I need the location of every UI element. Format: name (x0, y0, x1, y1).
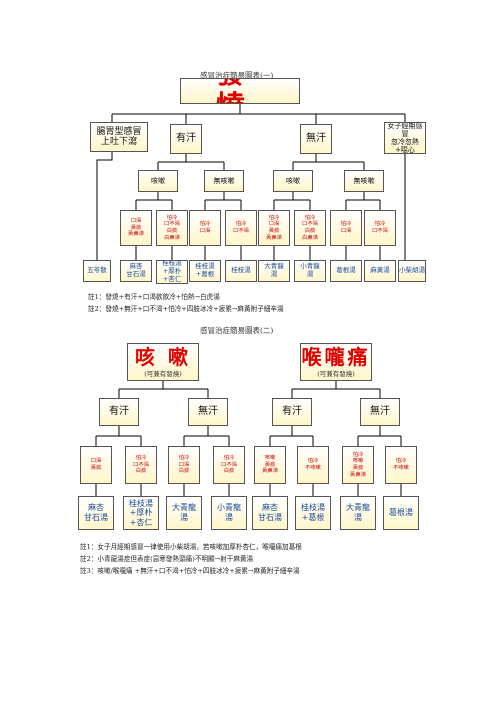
root-fever: 發 燒 (180, 78, 300, 104)
remedy-box: 大青龍 湯 (258, 260, 290, 282)
chart1-title: 感冒治症簡易圖表(一) (200, 71, 274, 80)
condition-box: 咳嗽 黃痰 黃鼻涕 (254, 446, 286, 484)
remedy-box: 大青龍 湯 (166, 496, 202, 530)
root-cough-sub: (可兼有發燒) (144, 369, 182, 378)
remedy-box: 葛根湯 (383, 496, 419, 530)
root-sore-throat: 喉嚨痛 (可兼有發燒) (300, 343, 372, 381)
chart2-title: 感冒治症簡易圖表(二) (200, 326, 274, 335)
branch-sweat-throat: 有汗 (272, 398, 312, 426)
remedy-box: 小青龍 湯 (211, 496, 247, 530)
branch-sweat: 有汗 (170, 124, 202, 154)
condition-box: 怕冷 口渴 白痰 (168, 446, 200, 484)
condition-box: 怕冷 口渴 (330, 210, 362, 246)
condition-box: 怕冷 口不渴 白痰 白鼻涕 (294, 210, 326, 246)
condition-box: 怕冷 不咳嗽 (297, 446, 329, 484)
remedy-box: 麻杏 甘石湯 (252, 496, 288, 530)
no-cough-left: 無咳嗽 (204, 170, 244, 192)
cough-left: 咳嗽 (138, 170, 178, 192)
chart2-note-3: 註3：咳嗽/喉嚨痛 +無汗+口不渴+怕冷+四肢冰冷+疲累→麻黃附子細辛湯 (80, 567, 300, 575)
remedy-box: 桂枝湯 (225, 260, 257, 282)
condition-box: 怕冷 不咳嗽 (385, 446, 417, 484)
condition-box: 怕冷 口不渴 (225, 210, 257, 246)
chart2-note-2: 註2：小青龍湯症但表症(惡寒發熱頭痛)不明顯→射干麻黃湯 (80, 555, 254, 563)
condition-box: 怕冷 咳嗽 黃痰 黃鼻涕 (342, 446, 374, 484)
condition-box: 口渴 黃痰 (80, 446, 112, 484)
remedy-box: 桂枝湯 +厚朴 +杏仁 (156, 260, 188, 284)
branch-no-sweat-throat: 無汗 (360, 398, 400, 426)
remedy-box: 葛根湯 (330, 260, 362, 282)
condition-box: 怕冷 口不渴 白痰 (213, 446, 245, 484)
chart2-note-1: 註1：女子月經期感冒一律使用小柴胡湯，若咳嗽加厚朴杏仁，喉嚨痛加葛根 (80, 543, 302, 551)
menstrual-cold: 女子經期感冒 忽冷忽熱+噁心 (384, 122, 426, 154)
condition-box: 怕冷 口不渴 白痰 白鼻涕 (156, 210, 188, 246)
gastro-cold: 腸胃型感冒 上吐下瀉 (90, 122, 148, 152)
condition-box: 怕冷 口不渴 (364, 210, 396, 246)
remedy-box: 麻杏 甘石湯 (120, 260, 152, 282)
condition-box: 怕冷 口渴 黃痰 黃鼻涕 (258, 210, 290, 246)
no-cough-right: 無咳嗽 (344, 170, 384, 192)
remedy-box: 桂枝湯 +厚朴 +杏仁 (123, 496, 159, 530)
remedy-box: 麻黃湯 (364, 260, 396, 282)
root-cough-label: 咳 嗽 (135, 344, 191, 369)
remedy-box: 桂枝湯 +葛根 (295, 496, 331, 530)
remedy-box: 五苓散 (83, 260, 111, 282)
root-cough: 咳 嗽 (可兼有發燒) (127, 343, 199, 381)
chart1-note-1: 註1：發燒+有汗+口渴欲飲冷+怕熱→白虎湯 (88, 293, 220, 301)
condition-box: 怕冷 口渴 (189, 210, 221, 246)
condition-box: 怕冷 口不渴 白痰 (125, 446, 157, 484)
remedy-box: 小柴胡湯 (398, 260, 426, 282)
root-sore-throat-label: 喉嚨痛 (301, 344, 371, 369)
branch-no-sweat: 無汗 (300, 124, 332, 154)
remedy-box: 小青龍 湯 (294, 260, 326, 282)
branch-sweat-cough: 有汗 (99, 398, 139, 426)
cough-right: 咳嗽 (273, 170, 313, 192)
root-sore-throat-sub: (可兼有發燒) (317, 369, 355, 378)
remedy-box: 麻杏 甘石湯 (78, 496, 114, 530)
condition-box: 口渴 黃痰 黃鼻涕 (120, 210, 152, 246)
chart1-note-2: 註2：發燒+無汗+口不渴+怕冷+四肢冰冷+疲累→麻黃附子細辛湯 (88, 305, 284, 313)
branch-no-sweat-cough: 無汗 (188, 398, 228, 426)
remedy-box: 大青龍 湯 (340, 496, 376, 530)
remedy-box: 桂枝湯 +葛根 (189, 260, 221, 282)
